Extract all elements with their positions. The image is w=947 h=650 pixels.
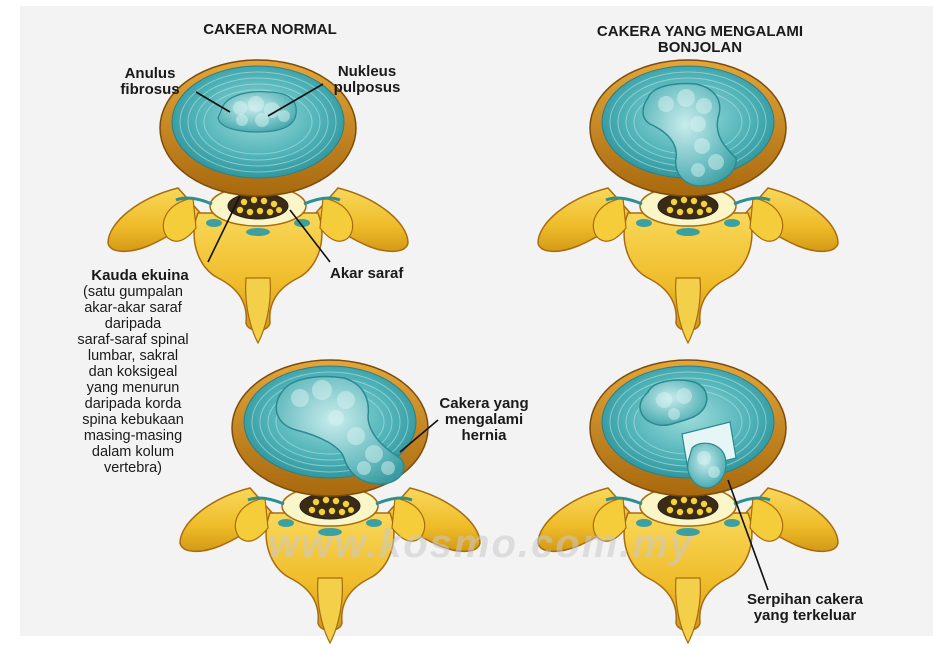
title-normal-disc: CAKERA NORMAL: [170, 22, 370, 38]
watermark-text: www.kosmo.com.my: [268, 522, 694, 567]
label-nukleus-pulposus: Nukleus pulposus: [322, 64, 412, 96]
label-nukleus-line2: pulposus: [322, 80, 412, 96]
label-anulus-line1: Anulus: [110, 66, 190, 82]
label-serpihan-line1: Serpihan cakera: [735, 592, 875, 608]
label-cakera-hernia: Cakera yang mengalami hernia: [436, 396, 532, 444]
label-serpihan-line2: yang terkeluar: [735, 608, 875, 624]
kauda-desc-line: vertebra): [48, 460, 218, 476]
title-bulging-disc: CAKERA YANG MENGALAMI BONJOLAN: [570, 24, 830, 56]
label-kauda-ekuina: Kauda ekuina: [60, 268, 220, 284]
label-hernia-line3: hernia: [436, 428, 532, 444]
kauda-desc-line: dalam kolum: [48, 444, 218, 460]
kauda-desc-line: yang menurun: [48, 380, 218, 396]
label-hernia-line2: mengalami: [436, 412, 532, 428]
label-hernia-line1: Cakera yang: [436, 396, 532, 412]
kauda-desc-line: spina kebukaan: [48, 412, 218, 428]
label-akar-saraf: Akar saraf: [330, 266, 403, 282]
kauda-desc-line: saraf-saraf spinal: [48, 332, 218, 348]
label-nukleus-line1: Nukleus: [322, 64, 412, 80]
label-anulus-fibrosus: Anulus fibrosus: [110, 66, 190, 98]
kauda-desc-line: lumbar, sakral: [48, 348, 218, 364]
label-serpihan-cakera: Serpihan cakera yang terkeluar: [735, 592, 875, 624]
kauda-desc-line: akar-akar saraf: [48, 300, 218, 316]
kauda-desc-line: (satu gumpalan: [48, 284, 218, 300]
label-kauda-description: (satu gumpalanakar-akar sarafdaripadasar…: [48, 284, 218, 476]
kauda-desc-line: daripada: [48, 316, 218, 332]
kauda-desc-line: masing-masing: [48, 428, 218, 444]
label-anulus-line2: fibrosus: [110, 82, 190, 98]
bulging-vertebra: [538, 60, 838, 343]
title-bulging-line1: CAKERA YANG MENGALAMI: [570, 24, 830, 40]
kauda-desc-line: daripada korda: [48, 396, 218, 412]
kauda-desc-line: dan koksigeal: [48, 364, 218, 380]
title-bulging-line2: BONJOLAN: [570, 40, 830, 56]
herniated-vertebra: [180, 360, 480, 643]
